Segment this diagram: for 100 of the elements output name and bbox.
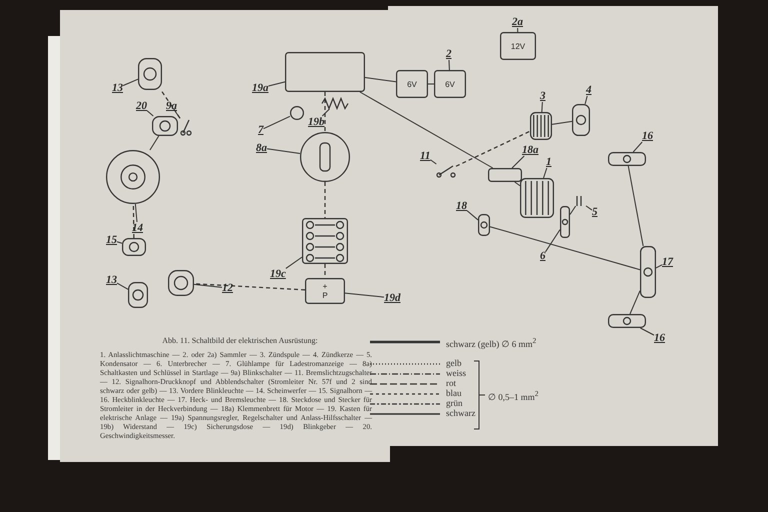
- battery-symbol: [434, 70, 466, 98]
- tail-light-drawing: [640, 246, 656, 298]
- horn-drawing: [122, 238, 146, 256]
- blinker-lamp-drawing: [138, 58, 162, 90]
- callout-number: 4: [586, 84, 592, 96]
- leader-line: [285, 256, 302, 269]
- callout-number: 19d: [384, 292, 400, 304]
- switch-symbol: [180, 118, 192, 136]
- fuse-box: [302, 218, 348, 264]
- leader-line: [194, 284, 222, 288]
- terminal-label: +: [322, 282, 328, 291]
- leader-line: [266, 148, 300, 154]
- leader-line: [632, 142, 643, 152]
- wire: [514, 182, 520, 186]
- leader-line: [134, 204, 138, 222]
- wire: [552, 120, 572, 125]
- spark-plug-drawing: [572, 104, 590, 136]
- battery-symbol: [500, 32, 536, 60]
- wire: [364, 77, 396, 82]
- leader-line: [640, 328, 654, 336]
- leader-line: [430, 159, 437, 164]
- wire: [456, 130, 530, 167]
- wire: [359, 92, 494, 168]
- callout-number: 3: [540, 90, 546, 102]
- breaker-drawing: [560, 206, 570, 238]
- callout-number: 19a: [252, 82, 268, 94]
- leader-line: [116, 241, 122, 244]
- legend-text: gelb: [446, 358, 462, 368]
- callout-number: 7: [258, 124, 264, 136]
- wire: [628, 166, 644, 246]
- flasher-relay-box: [305, 278, 345, 304]
- callout-number: 5: [592, 206, 598, 218]
- callout-number: 11: [420, 150, 430, 162]
- callout-number: 16: [654, 332, 665, 344]
- callout-number: 15: [106, 234, 117, 246]
- ignition-switch-drawing: [300, 132, 350, 182]
- legend-text: rot: [446, 378, 456, 388]
- speedometer-drawing: [152, 116, 178, 136]
- terminal-label: 6V: [407, 80, 417, 88]
- leader-line: [268, 81, 286, 86]
- blinker-lamp-drawing: [128, 282, 148, 308]
- wire: [490, 226, 640, 270]
- callout-number: 19b: [308, 116, 324, 128]
- wire: [324, 264, 326, 278]
- leader-line: [543, 168, 548, 178]
- wire: [517, 28, 518, 32]
- leader-line: [512, 156, 525, 168]
- callout-number: 13: [106, 274, 117, 286]
- leader-line: [656, 264, 662, 268]
- terminal-block: [488, 168, 522, 182]
- leader-line: [116, 282, 128, 290]
- wire: [160, 90, 180, 118]
- headlamp-drawing: [106, 150, 160, 204]
- callout-number: 12: [222, 282, 233, 294]
- leader-line: [545, 229, 560, 252]
- wire: [324, 92, 326, 132]
- terminal-label: 12V: [510, 42, 526, 50]
- brake-switch-symbol: [436, 164, 456, 178]
- battery-symbol: [396, 70, 428, 98]
- leader-line: [466, 210, 478, 220]
- legend-text: weiss: [446, 368, 466, 378]
- leader-line: [584, 96, 588, 104]
- leader-line: [122, 78, 138, 86]
- terminal-label: 6V: [445, 80, 455, 88]
- dynamo-drawing: [520, 178, 554, 218]
- callout-number: 2a: [512, 16, 523, 28]
- blinker-lamp-drawing: [608, 314, 646, 328]
- push-button-drawing: [168, 270, 194, 296]
- wire: [194, 283, 306, 290]
- legend-text: schwarz: [446, 408, 476, 418]
- callout-number: 19c: [270, 268, 286, 280]
- wire: [570, 206, 576, 215]
- callout-number: 2: [446, 48, 452, 60]
- wire: [132, 204, 134, 238]
- wire: [448, 60, 450, 70]
- callout-number: 13: [112, 82, 123, 94]
- blinker-lamp-drawing: [608, 152, 646, 166]
- callout-number: 20: [136, 100, 147, 112]
- leader-line: [263, 116, 290, 130]
- leader-line: [586, 205, 592, 211]
- regulator-box: [285, 52, 365, 92]
- legend-text: schwarz (gelb) ∅ 6 mm$^{2}$: [446, 336, 536, 349]
- figure-title: Abb. 11. Schaltbild der elektrischen Ausrüstung:: [161, 336, 319, 345]
- lamp-symbol: [290, 106, 304, 120]
- wire: [344, 292, 384, 298]
- callout-number: 18: [456, 200, 467, 212]
- callout-number: 8a: [256, 142, 267, 154]
- callout-number: 18a: [522, 144, 538, 156]
- callout-number: 1: [546, 156, 552, 168]
- plug-drawing: [478, 214, 490, 236]
- callout-number: 9a: [166, 100, 177, 112]
- callout-number: 16: [642, 130, 653, 142]
- leader-line: [146, 110, 154, 116]
- wire: [324, 182, 326, 218]
- callout-number: 6: [540, 250, 546, 262]
- legend-text: grün: [446, 398, 462, 408]
- resistor-symbol: [322, 98, 348, 109]
- note-text: ∅ 0,5–1 mm$^{2}$: [488, 389, 539, 402]
- legend-text: blau: [446, 388, 462, 398]
- wire: [630, 290, 640, 314]
